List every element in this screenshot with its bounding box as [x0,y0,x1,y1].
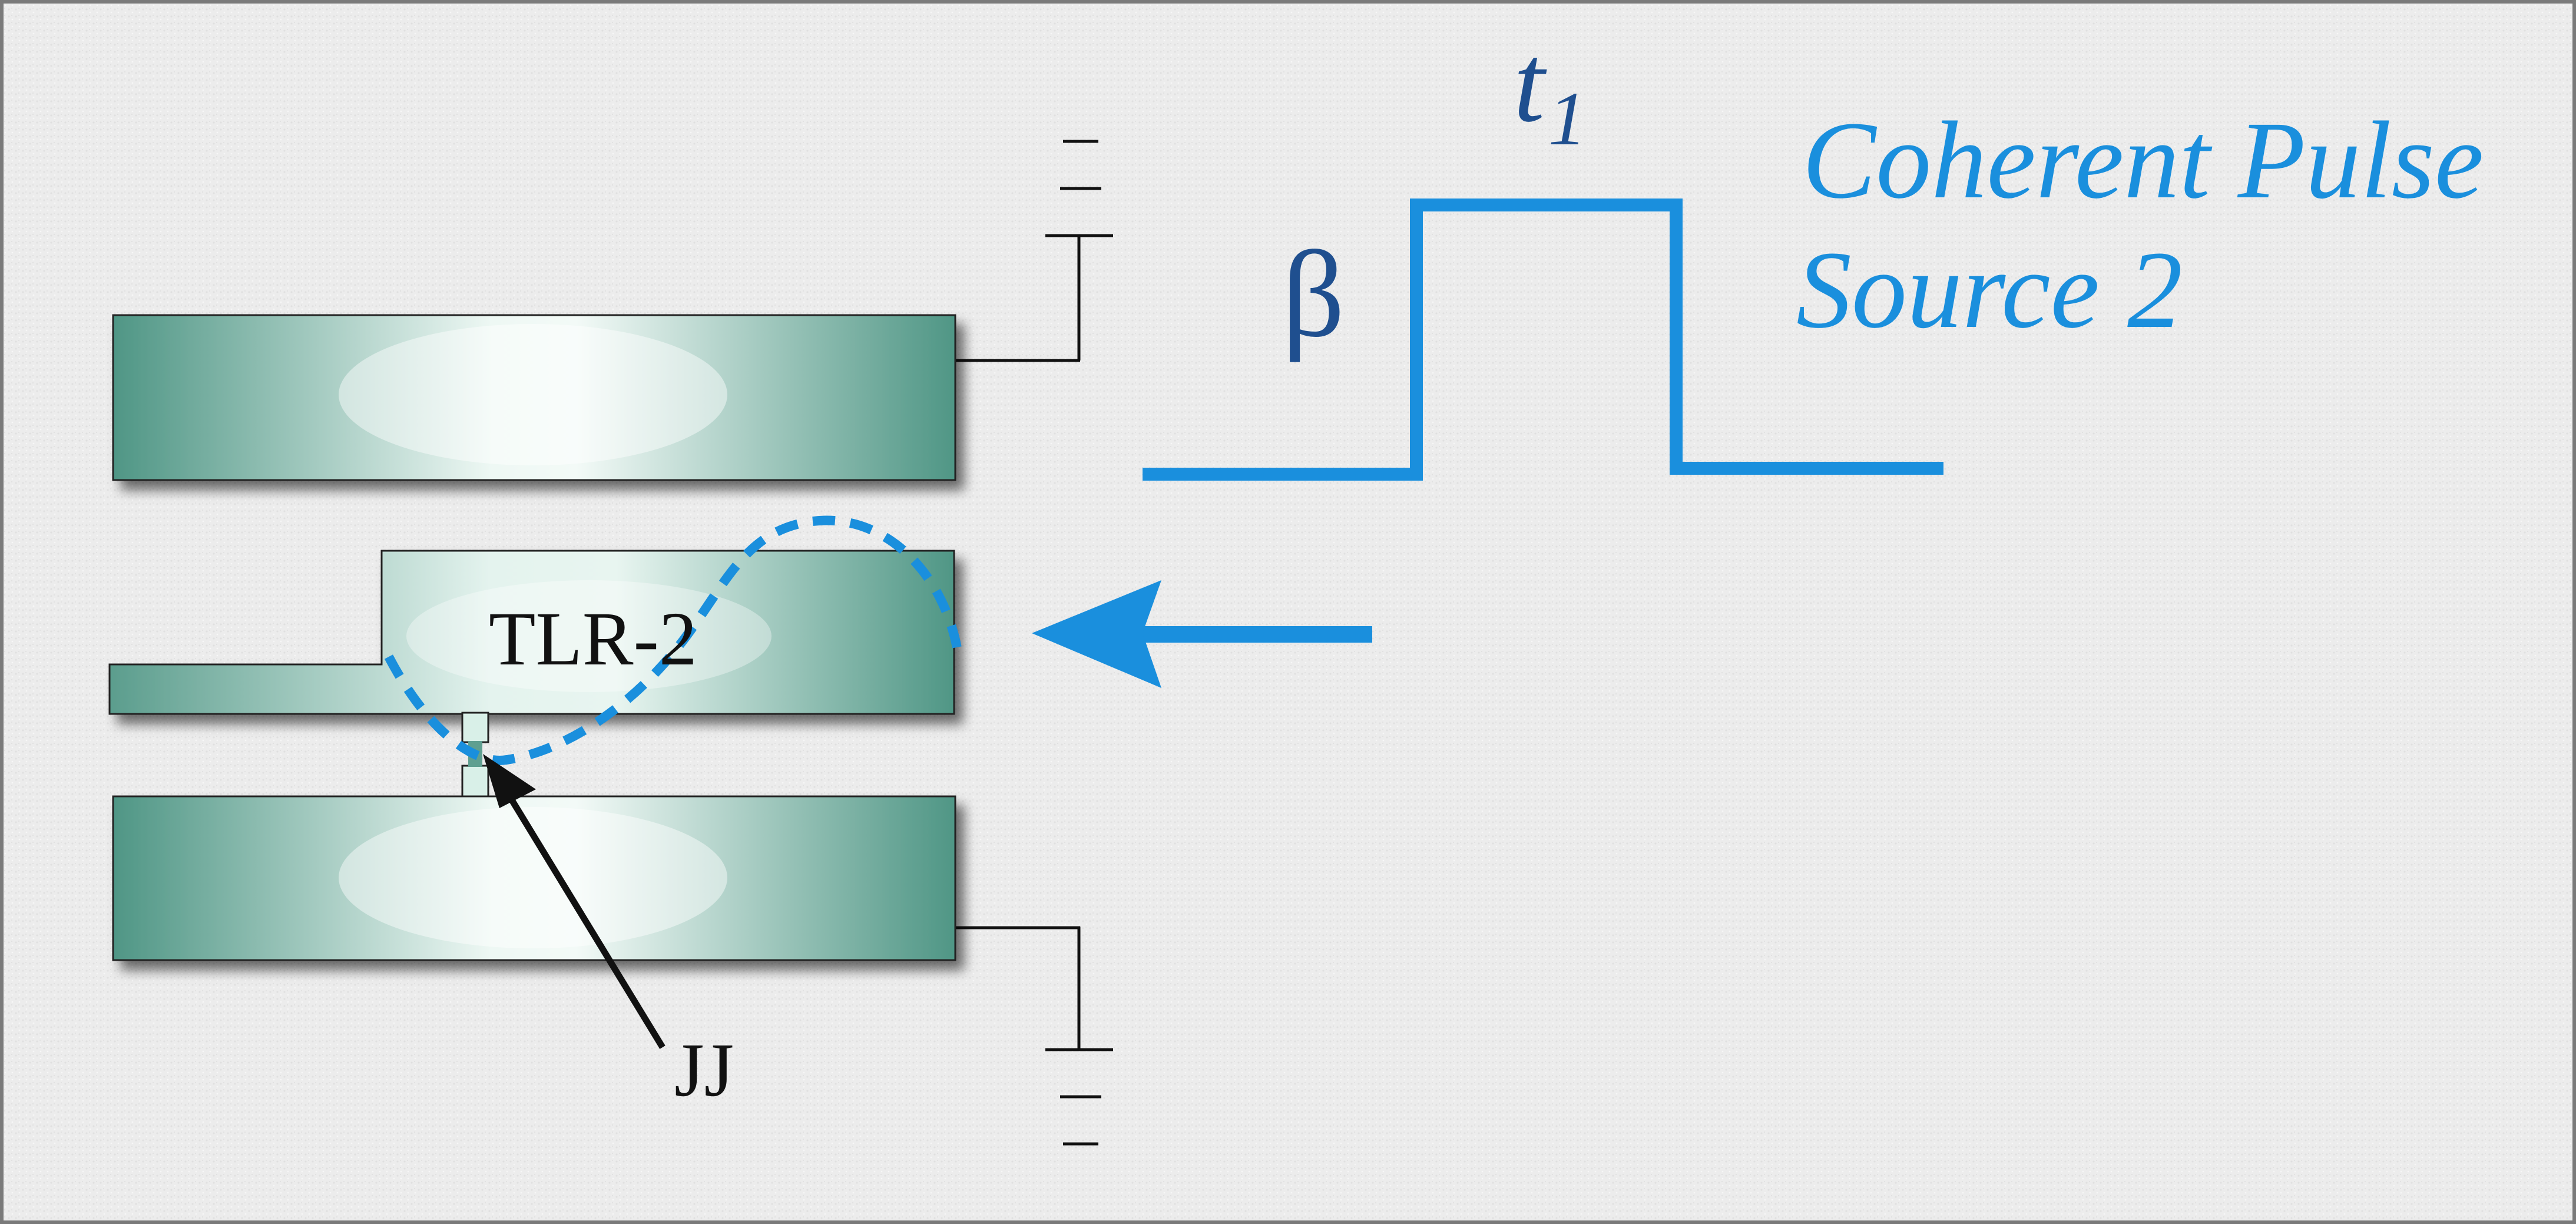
bottom-plate [112,795,956,961]
josephson-junction [461,712,489,798]
bottom-plate-highlight [339,807,727,948]
resonator-label: TLR-2 [489,597,697,682]
junction-label: JJ [674,1028,734,1113]
top-ground-symbol [954,140,1113,362]
resonator-highlight [406,580,772,692]
title-line-1: Coherent Pulse [1802,98,2484,221]
field-loop-dashed [384,515,962,765]
title-line-2: Source 2 [1796,228,2183,351]
time-label: t1 [1514,22,1587,161]
pulse-waveform [1143,199,1943,481]
top-plate-highlight [339,324,727,465]
jj-pointer-arrow [483,754,665,1049]
top-plate [112,314,956,481]
time-label-main: t [1514,22,1547,145]
bottom-ground-symbol [954,926,1113,1146]
input-arrow [1032,580,1372,688]
resonator-tlr2 [108,550,955,715]
beta-label: β [1282,226,1345,363]
time-label-subscript: 1 [1548,77,1587,161]
